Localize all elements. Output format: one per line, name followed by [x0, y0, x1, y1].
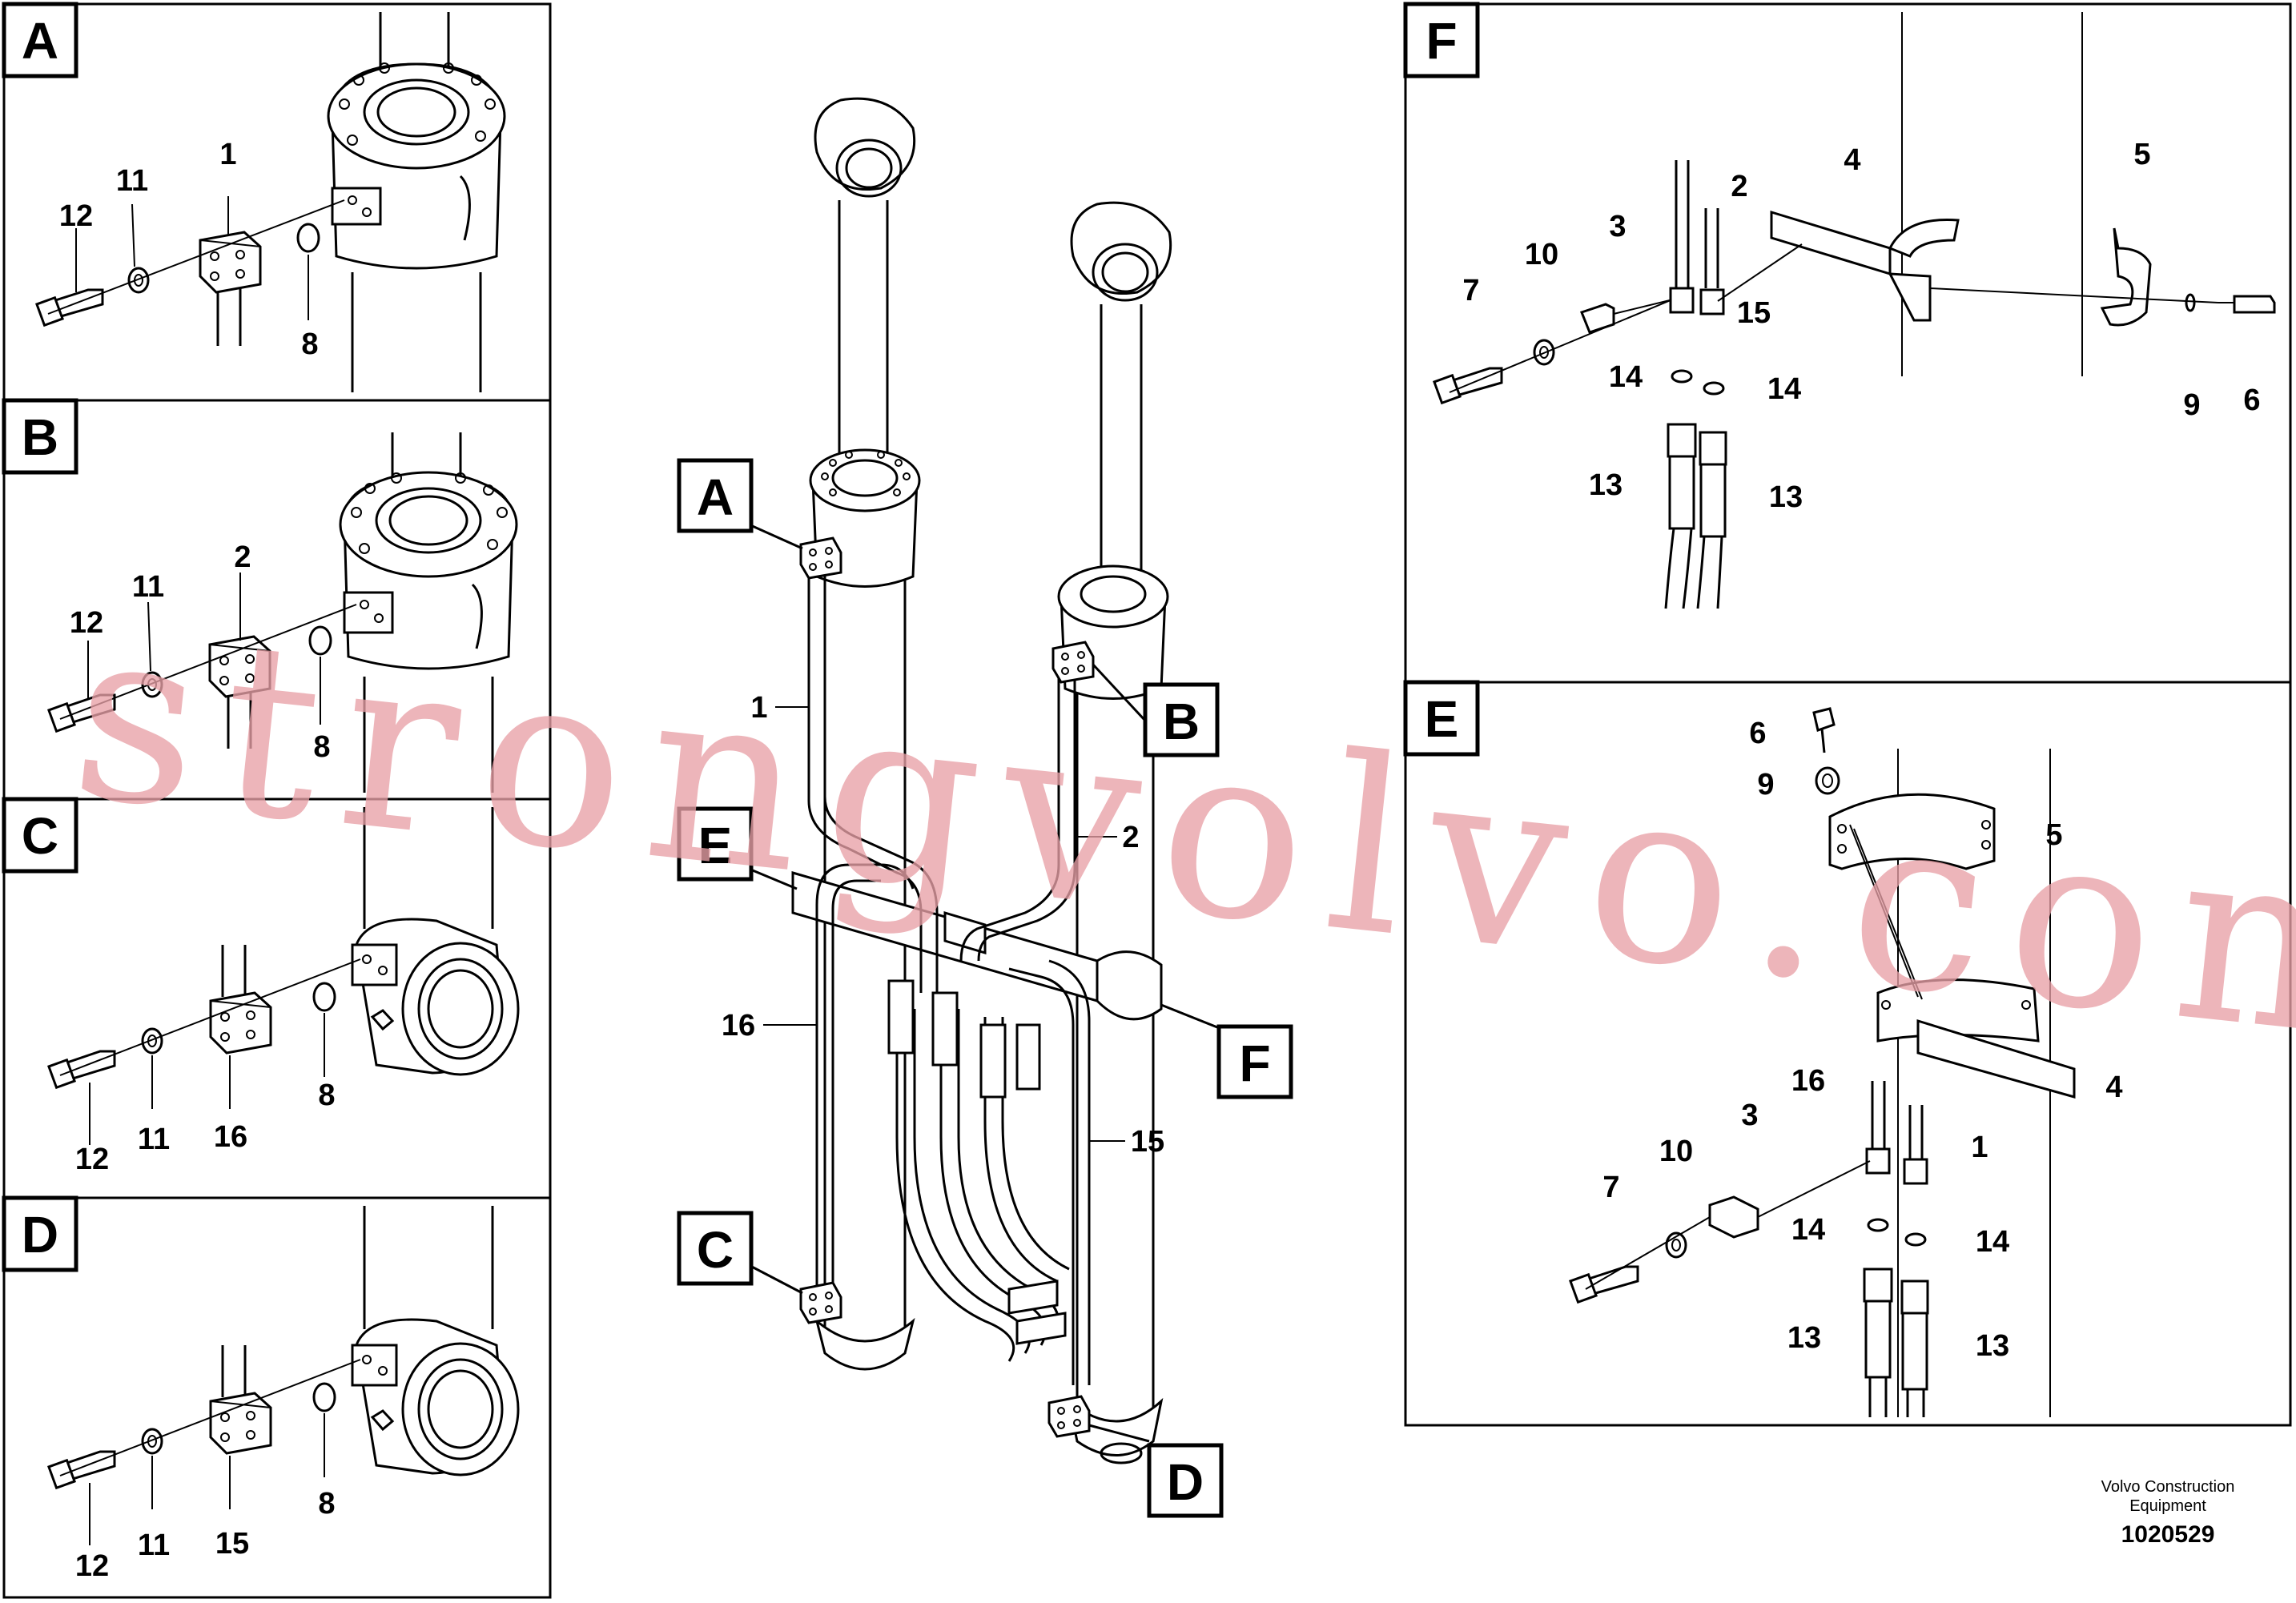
panel-letter-box-f: F [1403, 2, 1480, 78]
panel-e-label-plate: 4 [2105, 1071, 2122, 1104]
panel-f-label-washer-r: 9 [2183, 388, 2200, 422]
callout-a: A [677, 458, 754, 533]
svg-text:F: F [1239, 1035, 1270, 1092]
panel-f-label-hose-r: 13 [1769, 480, 1803, 514]
panel-d-drawing [47, 1206, 520, 1545]
panel-f-label-plate: 4 [1844, 143, 1860, 177]
panel-d-label-screw: 12 [75, 1549, 109, 1583]
panel-c-label-bracket: 16 [214, 1120, 247, 1154]
panel-f-label-bolt-l: 7 [1462, 274, 1479, 307]
main-label-tube2: 2 [1122, 821, 1139, 854]
svg-text:E: E [698, 817, 733, 874]
panel-f-label-half-clamp: 5 [2133, 138, 2150, 171]
panel-letter-b: B [22, 408, 58, 466]
main-label-tube15: 15 [1131, 1125, 1164, 1159]
panel-f-drawing [1433, 12, 2276, 609]
panel-f-label-hose-l: 13 [1589, 468, 1622, 502]
panel-f-label-tube1: 2 [1731, 170, 1747, 203]
panel-d-label-washer: 11 [138, 1529, 170, 1562]
panel-e-label-clamp: 3 [1741, 1099, 1758, 1132]
panel-e-label-tube1: 16 [1791, 1064, 1825, 1098]
panel-letter-box-b: B [2, 398, 78, 475]
panel-e-label-washer-top: 9 [1757, 768, 1774, 802]
panel-f-label-bolt-r: 6 [2243, 384, 2260, 417]
panel-letter-d: D [22, 1206, 58, 1264]
panel-a-label-oring: 8 [301, 327, 318, 361]
panel-c-label-washer: 11 [138, 1123, 170, 1156]
panel-a-label-bracket: 1 [219, 138, 236, 171]
panel-b-label-bracket: 2 [234, 540, 251, 574]
main-label-tube1: 1 [750, 691, 767, 725]
panel-b-label-washer: 11 [132, 570, 164, 604]
panel-e-label-oring-l: 14 [1791, 1213, 1825, 1247]
callout-f: F [1216, 1024, 1293, 1099]
panel-letter-f: F [1425, 12, 1457, 70]
svg-text:D: D [1167, 1453, 1204, 1511]
panel-letter-box-e: E [1403, 680, 1480, 757]
panel-c-drawing [47, 807, 520, 1145]
panel-e-label-oring-r: 14 [1976, 1225, 2009, 1259]
panel-b-label-oring: 8 [313, 730, 330, 764]
panel-c-label-oring: 8 [318, 1079, 335, 1112]
panel-e-label-hose-l: 13 [1787, 1321, 1821, 1355]
svg-text:B: B [1163, 693, 1200, 750]
panel-c-label-screw: 12 [75, 1143, 109, 1176]
panel-a-label-washer: 11 [116, 164, 148, 198]
svg-text:A: A [697, 468, 734, 526]
panel-e-label-bolt-top: 6 [1749, 717, 1766, 750]
footer-drawing-number: 1020529 [2121, 1521, 2215, 1548]
panel-b-drawing [47, 432, 518, 793]
callout-d: D [1147, 1443, 1224, 1518]
panel-f-label-clamp: 3 [1609, 210, 1626, 243]
panel-letter-box-d: D [2, 1195, 78, 1272]
panel-letter-e: E [1425, 690, 1459, 748]
callout-e: E [677, 806, 754, 882]
panel-d-label-bracket: 15 [215, 1527, 249, 1561]
panel-letter-c: C [22, 807, 58, 865]
callout-c: C [677, 1211, 754, 1286]
center-assembly [748, 97, 1222, 1464]
panel-e-label-hose-r: 13 [1976, 1329, 2009, 1363]
panel-letter-box-c: C [2, 797, 78, 874]
footer-company: Volvo Construction Equipment [2101, 1478, 2235, 1515]
panel-f-label-washer-l: 10 [1525, 238, 1558, 271]
panel-f-label-oring-r: 14 [1767, 372, 1801, 406]
panel-a-label-screw: 12 [59, 199, 93, 233]
panel-frames-right [1404, 2, 2292, 1427]
main-label-tube16: 16 [722, 1009, 755, 1043]
panel-e-drawing [1569, 707, 2076, 1417]
panel-e-label-washer-l: 10 [1659, 1135, 1693, 1168]
panel-e-label-bolt-l: 7 [1602, 1171, 1619, 1204]
panel-f-label-tube2: 15 [1737, 296, 1771, 330]
panel-a-drawing [35, 12, 506, 392]
panel-e-label-half-clamp: 5 [2045, 818, 2062, 852]
panel-d-label-oring: 8 [318, 1487, 335, 1521]
panel-letter-box-a: A [2, 2, 78, 78]
svg-text:C: C [697, 1221, 734, 1279]
panel-f-label-oring-l: 14 [1609, 360, 1643, 394]
panel-e-label-tube2: 1 [1971, 1131, 1988, 1164]
panel-b-label-screw: 12 [70, 606, 103, 640]
panel-letter-a: A [22, 12, 58, 70]
callout-b: B [1143, 682, 1220, 757]
